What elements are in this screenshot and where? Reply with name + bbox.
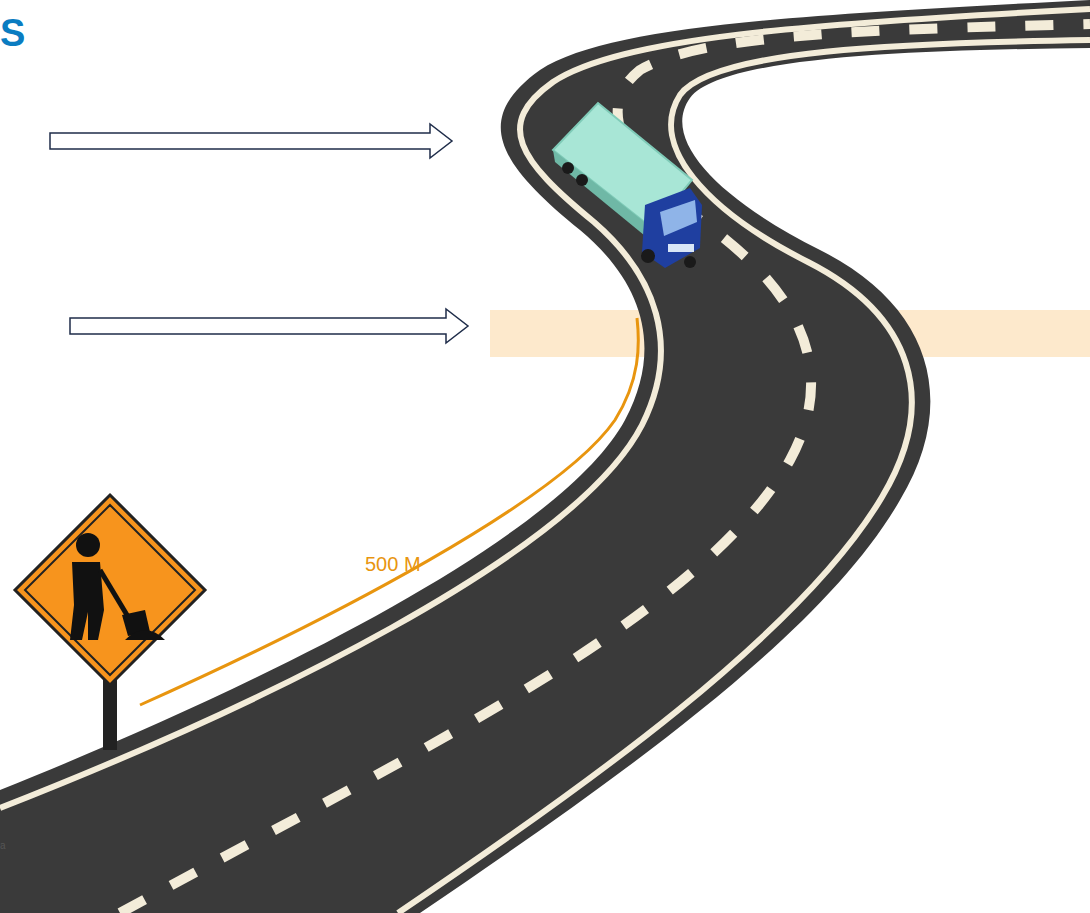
sign-border [25,505,195,675]
sign-diamond [15,495,205,685]
truck-wheel [576,174,588,186]
truck [553,103,702,268]
truck-windshield [660,200,697,236]
truck-grille [668,244,694,252]
shovel-handle [100,570,130,620]
block-arrow [50,124,452,158]
truck-wheel [684,256,696,268]
worker-head [76,533,100,557]
sign-post [103,680,117,750]
truck-wheel [641,249,655,263]
truck-cab [642,188,702,268]
truck-wheel [562,162,574,174]
distance-label: 500 M [365,553,421,576]
road-edge-line [398,40,1090,913]
center-dashes [120,24,1090,913]
truck-trailer-side [553,150,652,240]
page-title: S [0,12,25,55]
worker-body [70,562,104,640]
distance-line [140,318,638,705]
road-edge-line [0,9,1090,808]
dirt-pile [125,630,165,640]
edge-fragment-text: a [0,840,6,851]
block-arrow [70,309,468,343]
roadwork-sign [15,495,205,750]
